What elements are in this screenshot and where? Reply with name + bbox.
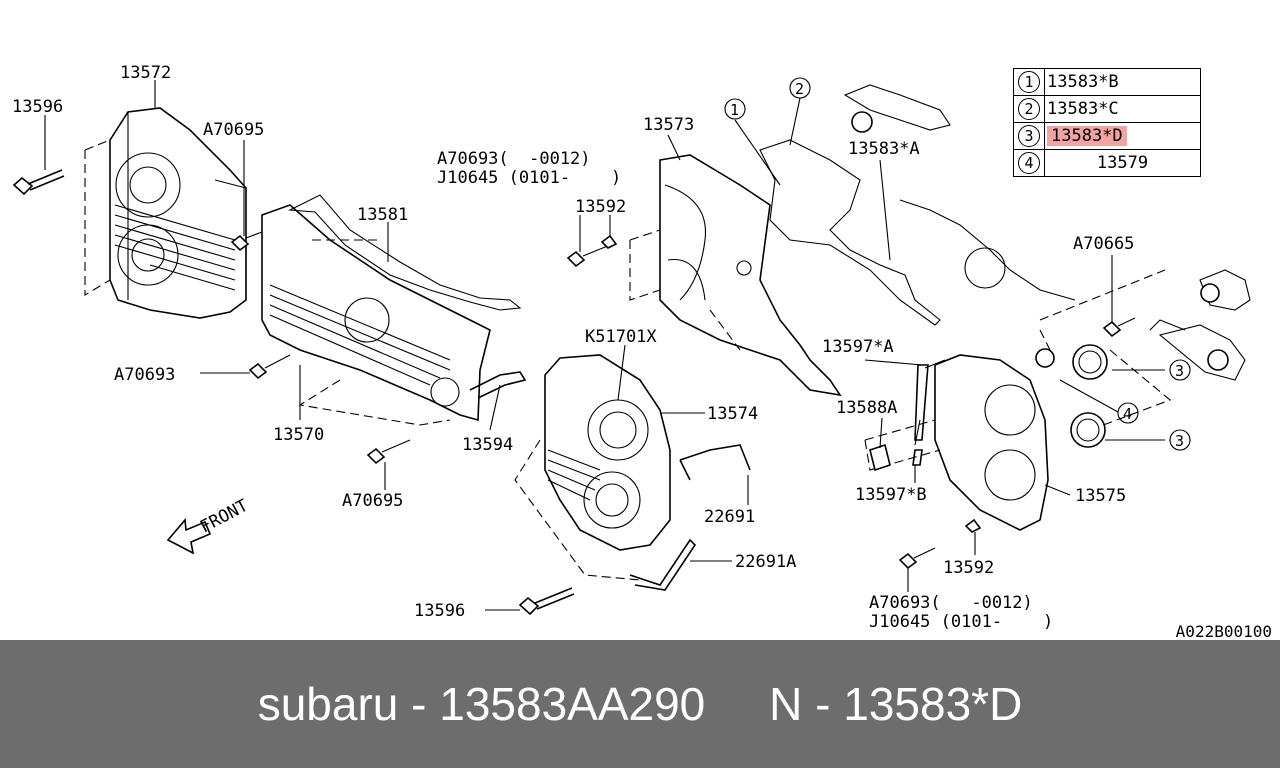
- gasket-13583b: [759, 139, 941, 326]
- belt-cover-13574: [544, 354, 671, 551]
- parts-legend-table: 1 13583*B 2 13583*C 3 13583*D 4 13579: [1013, 68, 1201, 177]
- legend-number: 2: [1013, 95, 1045, 123]
- belt-cover-13573: [659, 154, 842, 397]
- label-13573: 13573: [643, 115, 694, 135]
- label-13597a: 13597*A: [822, 337, 894, 357]
- label-22691: 22691: [704, 507, 755, 527]
- label-13594: 13594: [462, 435, 513, 455]
- legend-number: 1: [1013, 68, 1045, 96]
- front-arrow-icon: [166, 518, 212, 555]
- legend-number: 4: [1013, 149, 1045, 177]
- label-13592-top: 13592: [575, 197, 626, 217]
- label-a70693-mid: A70693( -0012): [437, 149, 591, 169]
- svg-text:3: 3: [1175, 432, 1184, 450]
- legend-part: 13583*C: [1044, 95, 1201, 123]
- legend-part-text: 13583*C: [1047, 99, 1119, 119]
- label-k51701x: K51701X: [585, 327, 657, 347]
- legend-row: 2 13583*C: [1013, 95, 1201, 123]
- callout-4: 4: [1117, 402, 1139, 424]
- legend-row: 3 13583*D: [1013, 122, 1201, 150]
- legend-number-circle: 1: [1018, 71, 1040, 93]
- bolt-13596-top: [12, 115, 65, 196]
- label-a70695-bottom: A70695: [342, 491, 403, 511]
- washer-13579: [1035, 348, 1055, 368]
- legend-part-text: 13583*B: [1047, 72, 1119, 92]
- legend-row: 1 13583*B: [1013, 68, 1201, 96]
- legend-number-circle: 3: [1018, 125, 1040, 147]
- footer-bar: subaru - 13583AA290 N - 13583*D: [0, 640, 1280, 768]
- label-13597b: 13597*B: [855, 485, 927, 505]
- label-j10645-bottom: J10645 (0101- ): [869, 612, 1053, 632]
- svg-text:4: 4: [1123, 405, 1132, 423]
- legend-row: 4 13579: [1013, 149, 1201, 177]
- label-j10645-mid: J10645 (0101- ): [437, 168, 621, 188]
- label-a70665: A70665: [1073, 234, 1134, 254]
- label-13596-bottom: 13596: [414, 601, 465, 621]
- svg-text:1: 1: [730, 101, 739, 119]
- diagram-code: A022B00100: [1175, 622, 1272, 641]
- label-a70695-top: A70695: [203, 120, 264, 140]
- belt-cover-13575: [934, 354, 1049, 531]
- label-13588a: 13588A: [836, 398, 897, 418]
- legend-part: 13583*D: [1044, 122, 1201, 150]
- callout-1: 1: [724, 98, 746, 120]
- label-a70693-bottom: A70693( -0012): [869, 593, 1033, 613]
- callout-2: 2: [789, 77, 811, 99]
- svg-text:3: 3: [1175, 362, 1184, 380]
- legend-part: 13583*B: [1044, 68, 1201, 96]
- callout-3b: 3: [1169, 429, 1191, 451]
- footer-part-number: subaru - 13583AA290 N - 13583*D: [257, 678, 1023, 730]
- label-front: FRONT: [197, 496, 252, 538]
- svg-text:2: 2: [795, 80, 804, 98]
- label-22691a: 22691A: [735, 552, 796, 572]
- legend-number-circle: 2: [1018, 98, 1040, 120]
- gasket-13581: [287, 194, 522, 311]
- label-13570: 13570: [273, 425, 324, 445]
- label-13583a: 13583*A: [848, 139, 920, 159]
- legend-part: 13579: [1044, 149, 1201, 177]
- seal-13583d-2: [1070, 412, 1106, 448]
- callout-3a: 3: [1169, 359, 1191, 381]
- belt-cover-13570: [261, 204, 491, 422]
- legend-number-circle: 4: [1018, 152, 1040, 174]
- seal-13583d: [1072, 344, 1108, 380]
- label-13574: 13574: [707, 404, 758, 424]
- legend-part-highlighted: 13583*D: [1047, 126, 1127, 146]
- label-13581: 13581: [357, 205, 408, 225]
- legend-number: 3: [1013, 122, 1045, 150]
- timing-belt-cover-13572: [109, 107, 247, 319]
- parts-diagram: 13572 13596 A70695 13581 A70693 13570 13…: [12, 63, 1251, 632]
- label-13575: 13575: [1075, 486, 1126, 506]
- label-a70693-left: A70693: [114, 365, 175, 385]
- label-13572: 13572: [120, 63, 171, 83]
- label-13596-top: 13596: [12, 97, 63, 117]
- label-13592-bottom: 13592: [943, 558, 994, 578]
- legend-part-text: 13579: [1096, 153, 1149, 173]
